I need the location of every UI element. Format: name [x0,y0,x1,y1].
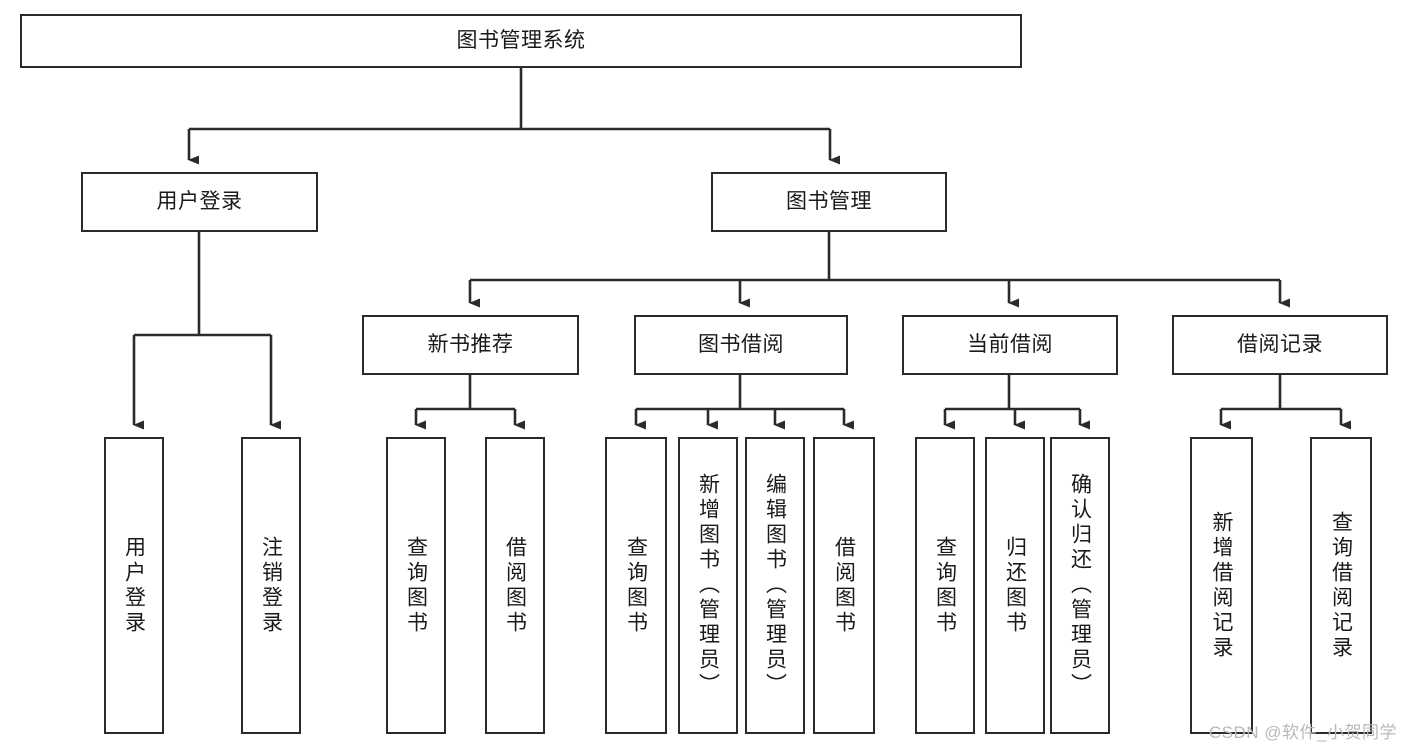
leaf-borrow-book-recommend[interactable]: 借阅图书 [485,437,545,734]
leaf-label: 用户登录 [122,535,146,636]
node-borrow-record-label: 借阅记录 [1237,333,1323,357]
leaf-add-borrow-record[interactable]: 新增借阅记录 [1190,437,1253,734]
leaf-user-logout[interactable]: 注销登录 [241,437,301,734]
node-book-borrow[interactable]: 图书借阅 [634,315,848,375]
node-current-borrow-label: 当前借阅 [967,333,1053,357]
watermark: CSDN @软件_小贺同学 [1208,723,1397,742]
node-borrow-record[interactable]: 借阅记录 [1172,315,1388,375]
leaf-label: 查询图书 [624,535,648,636]
leaf-label: 查询图书 [933,535,957,636]
leaf-query-book-borrow[interactable]: 查询图书 [605,437,667,734]
leaf-query-book-recommend[interactable]: 查询图书 [386,437,446,734]
leaf-return-book[interactable]: 归还图书 [985,437,1045,734]
leaf-label: 借阅图书 [832,535,856,636]
node-user-login[interactable]: 用户登录 [81,172,318,232]
leaf-label: 新增图书（管理员） [696,473,720,698]
leaf-query-book-current[interactable]: 查询图书 [915,437,975,734]
leaf-label: 编辑图书（管理员） [763,473,787,698]
node-book-borrow-label: 图书借阅 [698,333,784,357]
node-new-book-recommend[interactable]: 新书推荐 [362,315,579,375]
node-current-borrow[interactable]: 当前借阅 [902,315,1118,375]
leaf-label: 查询图书 [404,535,428,636]
leaf-query-borrow-record[interactable]: 查询借阅记录 [1310,437,1372,734]
node-user-login-label: 用户登录 [156,190,243,214]
leaf-confirm-return-admin[interactable]: 确认归还（管理员） [1050,437,1110,734]
leaf-label: 确认归还（管理员） [1068,473,1092,698]
node-root[interactable]: 图书管理系统 [20,14,1022,68]
leaf-label: 注销登录 [259,535,283,636]
node-book-management-label: 图书管理 [786,190,872,214]
leaf-user-login[interactable]: 用户登录 [104,437,164,734]
node-root-label: 图书管理系统 [456,29,586,53]
node-new-book-recommend-label: 新书推荐 [427,333,514,357]
node-book-management[interactable]: 图书管理 [711,172,947,232]
leaf-add-book-admin[interactable]: 新增图书（管理员） [678,437,738,734]
leaf-borrow-book[interactable]: 借阅图书 [813,437,875,734]
leaf-label: 新增借阅记录 [1210,510,1234,661]
leaf-edit-book-admin[interactable]: 编辑图书（管理员） [745,437,805,734]
leaf-label: 借阅图书 [503,535,527,636]
leaf-label: 查询借阅记录 [1329,510,1353,661]
leaf-label: 归还图书 [1003,535,1027,636]
